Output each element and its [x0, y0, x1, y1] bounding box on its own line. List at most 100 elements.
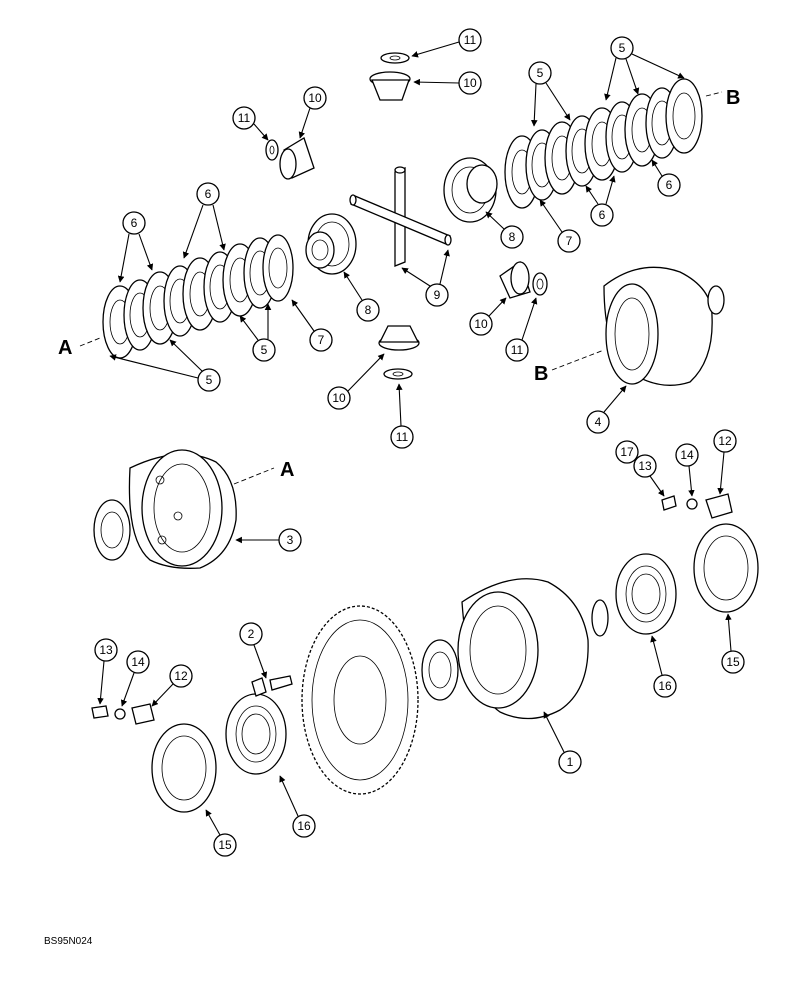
svg-text:5: 5	[619, 41, 626, 55]
svg-text:14: 14	[680, 448, 694, 462]
svg-text:6: 6	[599, 208, 606, 222]
callout-4: 4	[586, 385, 627, 434]
svg-text:16: 16	[658, 679, 672, 693]
adjusting-nut-left	[151, 723, 217, 813]
svg-text:3: 3	[287, 533, 294, 547]
callout-17: 17	[615, 440, 639, 464]
callout-15-left: 15	[205, 809, 237, 857]
hardware-right	[661, 493, 733, 519]
pinion-gear-right	[499, 260, 548, 299]
ref-line-a-top	[79, 337, 101, 347]
svg-text:9: 9	[434, 288, 441, 302]
svg-text:8: 8	[509, 230, 516, 244]
callout-10-upper-left: 10	[298, 86, 327, 139]
callout-2: 2	[239, 622, 268, 679]
callout-3: 3	[235, 528, 302, 552]
bearing-right	[615, 553, 677, 635]
svg-text:11: 11	[238, 111, 251, 125]
callout-11-bottom: 11	[390, 383, 414, 449]
svg-text:10: 10	[463, 76, 477, 90]
svg-text:11: 11	[511, 343, 524, 357]
callout-5-right-pack: 5	[528, 61, 571, 127]
svg-text:11: 11	[464, 33, 477, 47]
svg-text:6: 6	[131, 216, 138, 230]
svg-text:15: 15	[726, 655, 740, 669]
pinion-gear-upper-left	[265, 137, 315, 180]
callout-6-right-pack-1: 6	[651, 159, 681, 197]
callout-15-right: 15	[721, 613, 745, 674]
svg-text:10: 10	[308, 91, 322, 105]
callout-6-left-pack-2: 6	[182, 182, 226, 259]
callout-9: 9	[401, 249, 450, 307]
ref-letter-b-top: B	[726, 87, 740, 109]
callout-13-right: 13	[633, 454, 665, 497]
adjusting-nut-right	[693, 523, 759, 613]
ref-line-a-lower	[233, 467, 275, 485]
cross-shaft	[349, 166, 452, 267]
svg-text:7: 7	[566, 234, 573, 248]
svg-text:7: 7	[318, 333, 325, 347]
svg-text:10: 10	[332, 391, 346, 405]
callout-12-right: 12	[713, 429, 737, 495]
svg-text:8: 8	[365, 303, 372, 317]
right-clutch-disc-pack	[504, 78, 703, 209]
side-gear-right	[443, 157, 498, 223]
callout-7-left: 7	[291, 299, 333, 352]
ref-line-b-top	[705, 91, 723, 97]
svg-text:12: 12	[718, 434, 732, 448]
differential-assembly	[421, 578, 609, 720]
bearing-left	[225, 693, 287, 775]
callout-11-right: 11	[505, 297, 538, 362]
crown-ring-gear	[301, 605, 419, 795]
bolt	[251, 675, 293, 697]
differential-case-half-b	[603, 266, 725, 386]
ref-letter-a-lower: A	[280, 459, 294, 481]
svg-text:1: 1	[567, 755, 574, 769]
ref-letter-a-top: A	[58, 337, 72, 359]
callout-10-top: 10	[413, 71, 482, 95]
svg-text:2: 2	[248, 627, 255, 641]
pinion-gear-top	[369, 52, 411, 101]
svg-text:11: 11	[396, 430, 409, 444]
callout-12-left: 12	[151, 664, 193, 707]
svg-text:5: 5	[261, 343, 268, 357]
callout-10-right: 10	[469, 297, 507, 336]
callout-6-left-pack-1: 6	[117, 211, 154, 283]
svg-text:17: 17	[620, 445, 634, 459]
callout-1: 1	[543, 711, 582, 774]
side-gear-left	[305, 213, 357, 275]
callout-16-left: 16	[279, 775, 316, 838]
svg-text:10: 10	[474, 317, 488, 331]
svg-text:12: 12	[174, 669, 188, 683]
callout-14-right: 14	[675, 443, 699, 497]
callout-5-left-pack-bottom: 5	[109, 339, 221, 392]
ref-line-b-lower	[551, 349, 605, 371]
callout-13-left: 13	[94, 638, 118, 705]
svg-text:13: 13	[638, 459, 652, 473]
callout-16-right: 16	[650, 635, 677, 698]
callout-5-top-right: 5	[604, 36, 685, 101]
svg-text:5: 5	[537, 66, 544, 80]
svg-text:6: 6	[666, 178, 673, 192]
pinion-gear-bottom	[378, 325, 420, 380]
svg-text:16: 16	[297, 819, 311, 833]
left-clutch-disc-pack	[102, 234, 294, 359]
callout-6-right-pack-2: 6	[585, 175, 616, 227]
callout-8-right: 8	[485, 211, 524, 249]
callout-11-top: 11	[411, 28, 482, 58]
differential-case-half-a	[93, 449, 237, 569]
svg-text:15: 15	[218, 838, 232, 852]
callout-10-bottom: 10	[327, 353, 385, 410]
callout-14-left: 14	[120, 650, 150, 707]
callout-7-right: 7	[539, 199, 581, 253]
figure-code: BS95N024	[44, 936, 93, 947]
svg-text:14: 14	[131, 655, 145, 669]
callout-11-upper-left: 11	[232, 106, 269, 141]
callout-5-left-pack-middle: 5	[239, 303, 276, 362]
svg-text:4: 4	[595, 415, 602, 429]
callout-8-left: 8	[343, 271, 380, 322]
hardware-left	[91, 703, 155, 725]
svg-text:13: 13	[99, 643, 113, 657]
svg-text:6: 6	[205, 187, 212, 201]
